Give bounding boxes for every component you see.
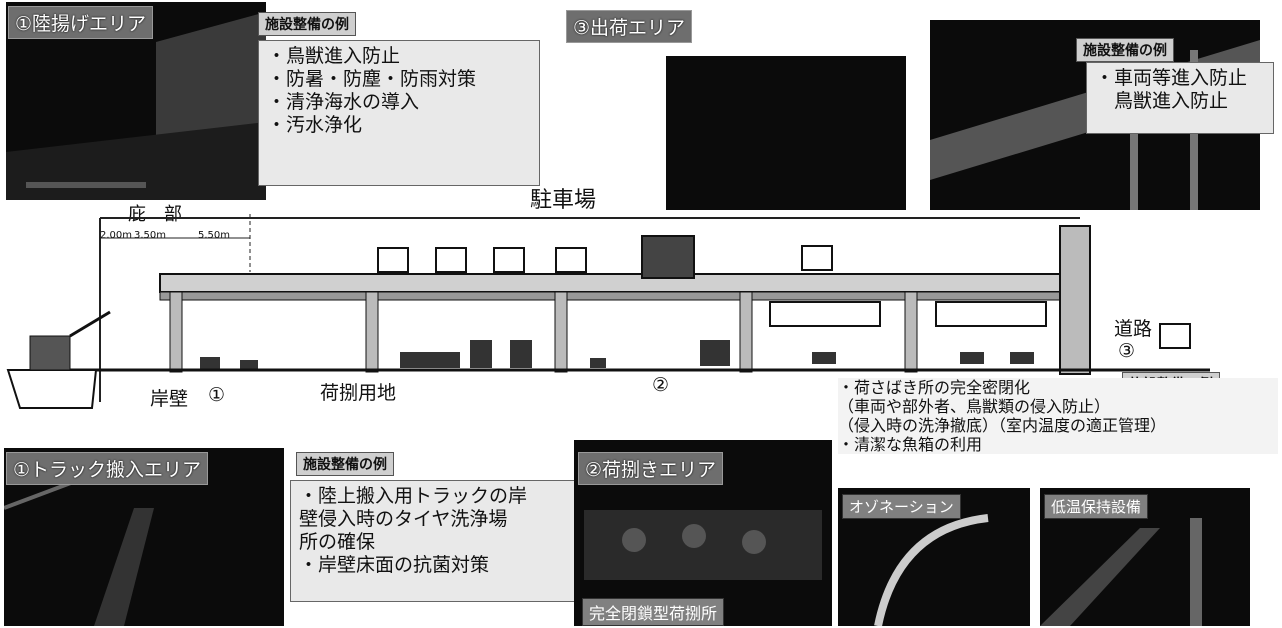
cold-storage-caption: 低温保持設備 xyxy=(1044,494,1149,519)
marker-2: ② xyxy=(652,374,670,396)
dimension-label: 3.50m xyxy=(134,230,167,241)
central-item: （車両や部外者、鳥獣類の侵入防止） xyxy=(838,397,1111,416)
marker-3: ③ xyxy=(1118,340,1136,362)
truck-area-title: ①トラック搬入エリア xyxy=(6,452,209,485)
road-label: 道路 xyxy=(1114,318,1153,340)
landing-example-heading: 施設整備の例 xyxy=(258,12,356,36)
sorting-area-image xyxy=(584,510,822,580)
quay-label: 岸壁 xyxy=(150,388,189,410)
shipping-example-heading: 施設整備の例 xyxy=(1076,38,1174,62)
truck-item: 壁侵入時のタイヤ洗浄場 xyxy=(299,508,508,530)
landing-area-image xyxy=(6,12,266,200)
sorting-photo-caption: 完全閉鎖型荷捌所 xyxy=(582,598,725,626)
eaves-label: 庇 部 xyxy=(128,204,182,225)
truck-item: ・陸上搬入用トラックの岸 xyxy=(299,485,528,507)
ozonation-image xyxy=(874,514,989,626)
landing-example-list: ・鳥獣進入防止 ・防暑・防塵・防雨対策 ・清浄海水の導入 ・汚水浄化 xyxy=(258,40,540,186)
landing-area-title: ①陸揚げエリア xyxy=(8,6,154,39)
central-item: ・荷さばき所の完全密閉化 xyxy=(838,378,1031,397)
landing-item: ・防暑・防塵・防雨対策 xyxy=(267,68,477,90)
parking-label: 駐車場 xyxy=(530,188,597,213)
landing-ground-label: 荷捌用地 xyxy=(320,382,397,404)
truck-example-heading: 施設整備の例 xyxy=(296,452,394,476)
truck-item: ・岸壁床面の抗菌対策 xyxy=(299,554,490,576)
ozonation-caption: オゾネーション xyxy=(842,494,961,519)
shipping-item: 鳥獣進入防止 xyxy=(1095,90,1229,112)
truck-item: 所の確保 xyxy=(299,531,376,553)
landing-item: ・汚水浄化 xyxy=(267,114,363,136)
landing-item: ・鳥獣進入防止 xyxy=(267,45,401,67)
central-item: ・清潔な魚箱の利用 xyxy=(838,435,983,454)
landing-item: ・清浄海水の導入 xyxy=(267,91,420,113)
shipping-item: ・車両等進入防止 xyxy=(1095,67,1248,89)
shipping-area-photo xyxy=(666,56,906,210)
truck-example-list: ・陸上搬入用トラックの岸 壁侵入時のタイヤ洗浄場 所の確保 ・岸壁床面の抗菌対策 xyxy=(290,480,584,602)
shipping-area-title: ③出荷エリア xyxy=(566,10,693,43)
central-example-list: ・荷さばき所の完全密閉化 （車両や部外者、鳥獣類の侵入防止） （侵入時の洗浄撤底… xyxy=(838,378,1278,454)
sorting-area-title: ②荷捌きエリア xyxy=(578,452,724,485)
cross-section-diagram xyxy=(6,214,1210,409)
cold-storage-image xyxy=(1040,518,1202,626)
marker-1: ① xyxy=(208,384,226,406)
shipping-example-list: ・車両等進入防止 鳥獣進入防止 xyxy=(1086,62,1274,134)
dimension-label: 2.00m xyxy=(100,230,133,241)
central-item: （侵入時の洗浄撤底）（室内温度の適正管理） xyxy=(838,416,1167,435)
dimension-label: 5.50m xyxy=(198,230,231,241)
